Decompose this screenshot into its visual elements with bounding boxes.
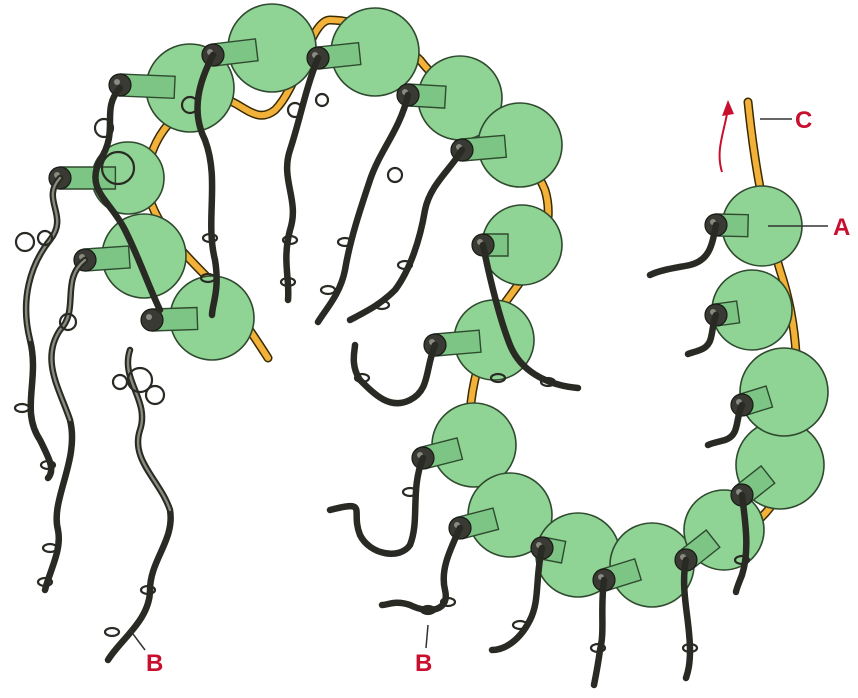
side-chain-highlight (128, 350, 170, 510)
side-chain (350, 150, 462, 320)
side-chain (492, 548, 542, 650)
coil-loop (113, 375, 127, 389)
side-chain-highlight (26, 178, 60, 340)
bead-group (49, 4, 828, 607)
bead-cap-highlight (114, 79, 120, 85)
side-chain (688, 315, 716, 354)
side-chain (708, 405, 742, 445)
monomer-bead (74, 214, 186, 298)
coil-loop (146, 386, 164, 404)
side-chain (26, 178, 60, 478)
coil-loop (388, 168, 402, 182)
label-c: C (795, 107, 812, 134)
side-chain (45, 260, 85, 590)
bead-cap-highlight (146, 314, 152, 320)
wrap-band (105, 628, 119, 636)
side-chain (650, 225, 716, 275)
label-b-right: B (415, 650, 432, 677)
side-chain (330, 458, 423, 554)
coil-loop (16, 233, 34, 251)
monomer-bead (424, 300, 534, 380)
side-chain (594, 580, 604, 685)
label-a: A (833, 214, 850, 241)
direction-arrow (720, 100, 734, 172)
coil-loop (316, 94, 328, 106)
monomer-bead (731, 348, 828, 436)
label-b-left: B (146, 650, 163, 677)
wrap-band (15, 404, 29, 412)
side-chain (108, 350, 171, 660)
monomer-bead (705, 270, 792, 350)
wrap-band (321, 286, 335, 294)
